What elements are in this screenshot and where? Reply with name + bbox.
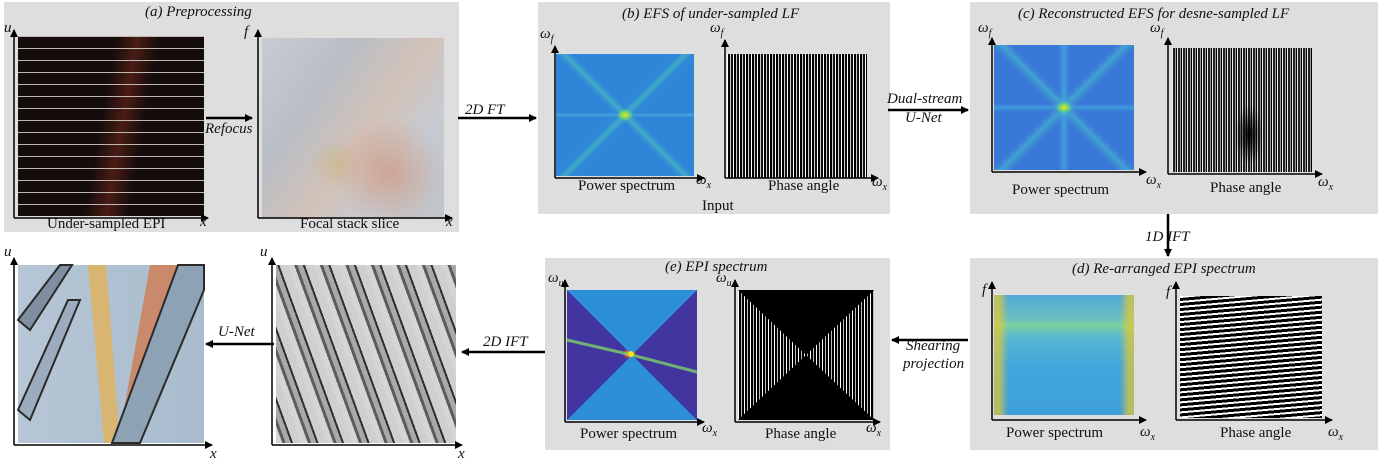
axis-x-dense: x — [210, 446, 217, 462]
axis-f-d2: f — [1166, 284, 1171, 300]
dual-stream-unet-label: U-Net — [905, 110, 942, 126]
input-power-spectrum-image — [556, 54, 694, 176]
axis-wf-b2: ωf — [710, 20, 724, 39]
axis-x-a2: x — [446, 214, 453, 230]
panel-b-title: (b) EFS of under-sampled LF — [622, 6, 800, 22]
unet-label: U-Net — [218, 324, 255, 340]
input-phase-angle-image — [727, 54, 867, 178]
axis-wx-c2: ωx — [1318, 174, 1334, 193]
refocus-label: Refocus — [205, 121, 253, 137]
panel-d-title: (d) Re-arranged EPI spectrum — [1072, 261, 1256, 277]
epi-power-spectrum-caption: Power spectrum — [580, 426, 678, 442]
input-phase-angle-caption: Phase angle — [768, 178, 840, 194]
panel-c-title: (c) Reconstructed EFS for desne-sampled … — [1018, 6, 1290, 22]
axis-u-dense: u — [4, 244, 12, 260]
panel-e-title: (e) EPI spectrum — [665, 259, 768, 275]
epi-phase-angle-caption: Phase angle — [765, 426, 837, 442]
axis-x-gray: x — [458, 446, 465, 462]
shearing-label: Shearing — [906, 338, 961, 354]
rearranged-power-spectrum-image — [994, 295, 1134, 415]
ift1d-label: 1D IFT — [1145, 229, 1190, 245]
under-sampled-epi-caption: Under-sampled EPI — [47, 216, 166, 232]
axis-wx-d2: ωx — [1328, 424, 1344, 443]
panel-a-title: (a) Preprocessing — [145, 4, 252, 20]
reconstructed-phase-angle-caption: Phase angle — [1210, 180, 1282, 196]
axis-wx-c1: ωx — [1146, 172, 1162, 191]
axis-wx-d1: ωx — [1140, 424, 1156, 443]
reconstructed-power-spectrum-image — [994, 45, 1134, 170]
rearranged-phase-angle-caption: Phase angle — [1220, 425, 1292, 441]
dual-stream-label: Dual-stream — [887, 91, 963, 107]
reconstructed-power-spectrum-caption: Power spectrum — [1012, 182, 1110, 198]
axis-f-d1: f — [982, 282, 987, 298]
axis-wu-e2: ωu — [716, 270, 732, 289]
axis-wx-b1: ωx — [696, 172, 712, 191]
axis-wx-e1: ωx — [702, 420, 718, 439]
gray-epi-image — [276, 265, 456, 443]
reconstructed-phase-angle-image — [1172, 48, 1312, 172]
axis-u-a: u — [4, 20, 12, 36]
axis-wx-e2: ωx — [866, 420, 882, 439]
axis-wf-b1: ωf — [540, 26, 554, 45]
axis-x-a: x — [200, 214, 207, 230]
under-sampled-epi-streaks — [18, 36, 204, 216]
ift2d-label: 2D IFT — [483, 334, 528, 350]
input-power-spectrum-caption: Power spectrum — [578, 178, 676, 194]
axis-wx-b2: ωx — [872, 174, 888, 193]
projection-label: projection — [903, 356, 965, 372]
axis-wf-c2: ωf — [1150, 20, 1164, 39]
axis-u-gray: u — [260, 244, 268, 260]
axis-wu-e1: ωu — [548, 270, 564, 289]
ft2d-label: 2D FT — [465, 102, 505, 118]
focal-stack-slice-image — [262, 38, 444, 218]
rearranged-power-spectrum-caption: Power spectrum — [1006, 425, 1104, 441]
axis-wf-c1: ωf — [978, 20, 992, 39]
focal-stack-slice-caption: Focal stack slice — [300, 216, 400, 232]
input-caption: Input — [702, 198, 734, 214]
axis-f-a: f — [244, 24, 249, 40]
rearranged-phase-angle-image — [1180, 296, 1322, 418]
